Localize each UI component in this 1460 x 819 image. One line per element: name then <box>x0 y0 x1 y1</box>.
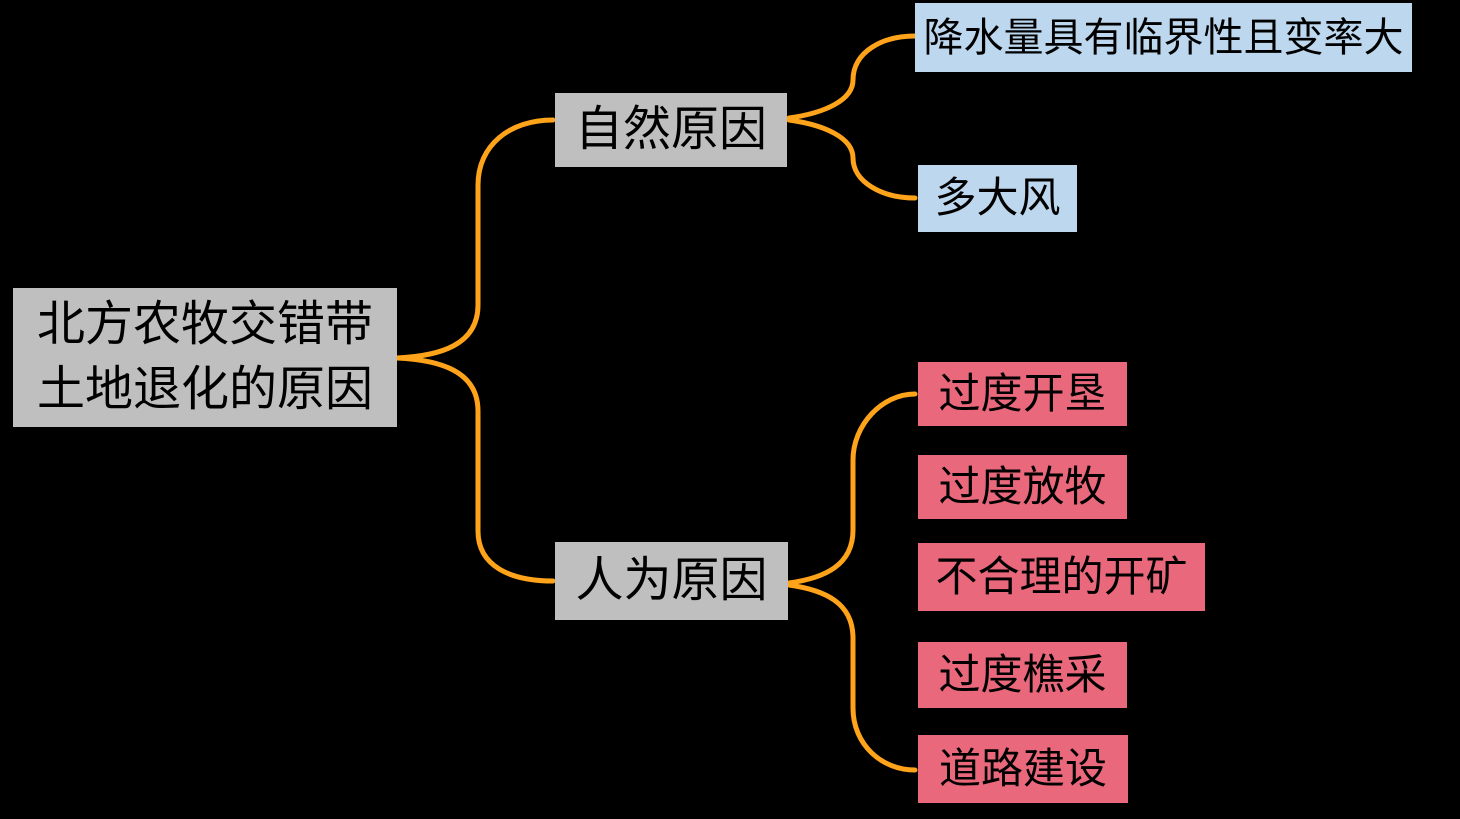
connector-human-to-reclamation <box>786 391 918 586</box>
connector-root-to-natural <box>394 117 556 361</box>
connector-natural-to-wind <box>786 117 918 201</box>
branch-human-causes: 人为原因 <box>555 542 788 620</box>
connector-root-to-human <box>394 355 556 584</box>
leaf-over-fuelwood-collection: 过度樵采 <box>918 642 1127 708</box>
leaf-road-construction: 道路建设 <box>918 735 1128 803</box>
leaf-unreasonable-mining: 不合理的开矿 <box>918 543 1205 611</box>
leaf-overgrazing: 过度放牧 <box>918 455 1127 519</box>
leaf-over-reclamation: 过度开垦 <box>918 362 1127 426</box>
connector-human-to-roads <box>786 582 918 773</box>
connector-natural-to-precipitation <box>786 33 918 121</box>
root-node-land-degradation-causes: 北方农牧交错带 土地退化的原因 <box>13 288 397 427</box>
leaf-strong-winds: 多大风 <box>918 165 1077 232</box>
leaf-precipitation-critical-variable: 降水量具有临界性且变率大 <box>915 3 1412 72</box>
branch-natural-causes: 自然原因 <box>555 93 787 167</box>
